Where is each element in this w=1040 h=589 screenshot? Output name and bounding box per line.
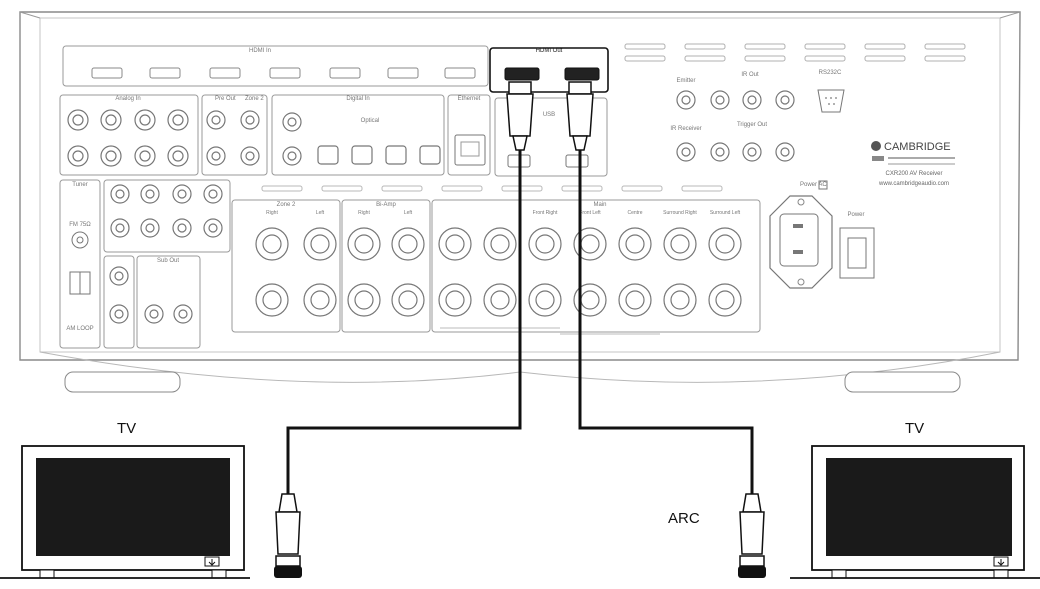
speaker-main-label: Main	[593, 202, 606, 208]
hdmi-plug-left	[274, 493, 302, 578]
receiver-foot-right	[844, 371, 961, 393]
am-label: AM LOOP	[66, 326, 93, 332]
hdmi-cable-left	[286, 150, 522, 494]
power-ac-label: Power AC	[800, 182, 827, 188]
ir-emitter-label: Emitter	[676, 78, 695, 84]
trigger-out-label: Trigger Out	[737, 122, 767, 128]
brand-name: CAMBRIDGE	[884, 141, 951, 153]
hdmi-out-label: HDMI Out	[536, 48, 563, 54]
front-left-label: Front Left	[579, 210, 601, 216]
sub-out-section: Sub Out	[103, 255, 201, 349]
pre-out-section: Pre Out Zone 2	[201, 94, 268, 176]
analog-in-section: Analog In	[59, 94, 199, 176]
sub-out-label: Sub Out	[157, 258, 179, 264]
biamp-left-label: Left	[404, 210, 413, 216]
hdmi-plug-arc	[738, 493, 766, 578]
tv-left-label: TV	[117, 420, 137, 437]
power-section: Power AC Power	[769, 180, 875, 289]
power-label: Power	[847, 212, 864, 218]
tuner-section: Tuner FM 75Ω AM LOOP	[59, 179, 101, 349]
speaker-biamp-label: Bi-Amp	[376, 202, 396, 208]
brand-block: CAMBRIDGE CXR200 AV Receiver www.cambrid…	[871, 141, 955, 187]
tv-left-screen	[36, 458, 230, 556]
terminal-left-label: Left	[316, 210, 325, 216]
hdmi-out-section: HDMI Out	[489, 47, 609, 93]
tv-right-label: TV	[905, 420, 925, 437]
website-text: www.cambridgeaudio.com	[878, 181, 949, 187]
arc-label: ARC	[668, 510, 700, 527]
biamp-right-label: Right	[358, 210, 370, 216]
analog-in-label: Analog In	[115, 96, 140, 102]
speaker-terminals: Zone 2 Bi-Amp Main Right Left Right Left…	[231, 199, 761, 335]
tv-right	[790, 445, 1040, 579]
speaker-zone2-label: Zone 2	[277, 202, 296, 208]
tv-left	[0, 445, 250, 579]
ethernet-section: Ethernet	[447, 94, 491, 176]
surround-right-label: Surround Right	[663, 210, 697, 216]
digital-in-label: Digital In	[346, 96, 369, 102]
brand-logo-icon	[871, 141, 881, 151]
usb-label: USB	[543, 112, 555, 118]
hdmi-cable-arc	[578, 150, 754, 494]
ir-out-label: IR Out	[741, 72, 759, 78]
ethernet-label: Ethernet	[458, 96, 481, 102]
hdmi-cables	[274, 81, 766, 578]
optical-label: Optical	[361, 118, 380, 124]
vent-grille-middle	[261, 185, 723, 192]
surround-left-label: Surround Left	[710, 210, 741, 216]
terminal-right-label: Right	[266, 210, 278, 216]
fm-label: FM 75Ω	[69, 222, 91, 228]
tv-right-screen	[826, 458, 1012, 556]
control-section: Emitter IR Out RS232C IR Receiver Trigge…	[670, 70, 845, 162]
multichannel-in-section	[103, 179, 231, 253]
pre-out-label: Pre Out	[215, 96, 236, 102]
ir-receiver-label: IR Receiver	[670, 126, 701, 132]
centre-label: Centre	[627, 210, 642, 216]
rs232-label: RS232C	[819, 70, 842, 76]
front-right-label: Front Right	[533, 210, 558, 216]
digital-in-section: Digital In Optical	[271, 94, 445, 176]
hdmi-in-section: HDMI In	[62, 45, 489, 87]
zone2-label: Zone 2	[245, 96, 264, 102]
model-name: CXR200 AV Receiver	[886, 171, 943, 177]
vent-grille-top	[624, 43, 966, 62]
hdmi-in-label: HDMI In	[249, 48, 271, 54]
tuner-label: Tuner	[72, 182, 87, 188]
receiver-foot-left	[64, 371, 181, 393]
